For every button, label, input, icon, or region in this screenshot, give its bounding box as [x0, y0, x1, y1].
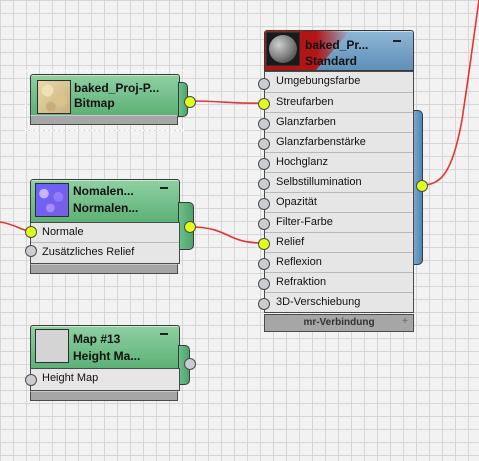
opazitaet-input-socket[interactable]: [258, 198, 270, 210]
param-row-3d-verschiebung: 3D-Verschiebung: [265, 292, 413, 312]
param-row-glanzfarbenstaerke: Glanzfarbenstärke: [265, 132, 413, 152]
normal-node-params: Normale Zusätzliches Relief: [30, 222, 180, 264]
normal-node-name: Nomalen...: [73, 184, 134, 198]
param-row-selbstillumination: Selbstillumination: [265, 172, 413, 192]
map13-output-socket[interactable]: [184, 358, 196, 370]
param-row-refraktion: Refraktion: [265, 272, 413, 292]
map13-node-footer: [30, 391, 178, 401]
param-row-streufarben: Streufarben: [265, 92, 413, 112]
streufarben-input-socket[interactable]: [258, 98, 270, 110]
reflexion-input-socket[interactable]: [258, 258, 270, 270]
material-node-name: baked_Pr...: [305, 38, 369, 52]
map13-node[interactable]: Map #13 Height Ma... Height Map: [24, 323, 199, 408]
material-node-collapse-button[interactable]: [393, 40, 401, 42]
material-output-socket[interactable]: [416, 180, 428, 192]
glanzfarbenstaerke-input-socket[interactable]: [258, 138, 270, 150]
normal-node-type: Normalen...: [73, 201, 139, 215]
normal-output-socket[interactable]: [184, 221, 196, 233]
param-row-normale: Normale: [42, 226, 84, 238]
map13-node-type: Height Ma...: [73, 349, 141, 363]
material-node-params: Umgebungsfarbe Streufarben Glanzfarben G…: [264, 71, 414, 313]
height-map-input-socket[interactable]: [25, 374, 37, 386]
mr-verbindung-section[interactable]: mr-Verbindung +: [264, 314, 414, 332]
bitmap-node[interactable]: baked_Proj-P... Bitmap: [24, 69, 196, 135]
normal-node-footer: [30, 264, 178, 274]
mr-verbindung-label: mr-Verbindung: [303, 317, 375, 328]
blue-normal-map-thumbnail: [35, 183, 69, 217]
3d-verschiebung-input-socket[interactable]: [258, 298, 270, 310]
blank-map-thumbnail: [35, 329, 69, 363]
wire-bitmap-to-streufarben[interactable]: [189, 100, 264, 104]
param-row-opazitaet: Opazität: [265, 192, 413, 212]
glanzfarben-input-socket[interactable]: [258, 118, 270, 130]
bitmap-node-type: Bitmap: [74, 96, 115, 110]
relief-input-socket[interactable]: [258, 238, 270, 250]
gray-sphere-thumbnail: [266, 32, 300, 66]
bitmap-output-socket[interactable]: [184, 96, 196, 108]
material-node-type: Standard: [305, 54, 358, 68]
umgebungsfarbe-input-socket[interactable]: [258, 78, 270, 90]
expand-plus-icon[interactable]: +: [402, 316, 408, 327]
hochglanz-input-socket[interactable]: [258, 158, 270, 170]
selbstillumination-input-socket[interactable]: [258, 178, 270, 190]
sand-stone-thumbnail: [37, 80, 71, 114]
filter-farbe-input-socket[interactable]: [258, 218, 270, 230]
map13-node-params: Height Map: [30, 368, 180, 391]
bitmap-node-name: baked_Proj-P...: [74, 81, 160, 95]
wire-material-output[interactable]: [421, 0, 479, 186]
map13-node-name: Map #13: [73, 332, 121, 346]
param-row-umgebungsfarbe: Umgebungsfarbe: [276, 75, 361, 87]
param-row-filter-farbe: Filter-Farbe: [265, 212, 413, 232]
param-row-glanzfarben: Glanzfarben: [265, 112, 413, 132]
material-node[interactable]: baked_Pr... Standard Umgebungsfarbe Stre…: [256, 30, 436, 345]
param-row-height-map: Height Map: [42, 372, 99, 384]
bitmap-node-footer: [30, 115, 178, 125]
param-row-zusaetzliches-relief: Zusätzliches Relief: [31, 242, 179, 262]
zusaetzliches-relief-input-socket[interactable]: [25, 245, 37, 257]
normal-node-collapse-button[interactable]: [160, 187, 168, 189]
normal-map-node[interactable]: Nomalen... Normalen... Normale Zusätzlic…: [24, 178, 199, 276]
map13-node-collapse-button[interactable]: [160, 333, 168, 335]
param-row-hochglanz: Hochglanz: [265, 152, 413, 172]
refraktion-input-socket[interactable]: [258, 278, 270, 290]
wire-normal-to-relief[interactable]: [189, 226, 264, 244]
normale-input-socket[interactable]: [25, 226, 37, 238]
param-row-relief: Relief: [265, 232, 413, 252]
param-row-reflexion: Reflexion: [265, 252, 413, 272]
